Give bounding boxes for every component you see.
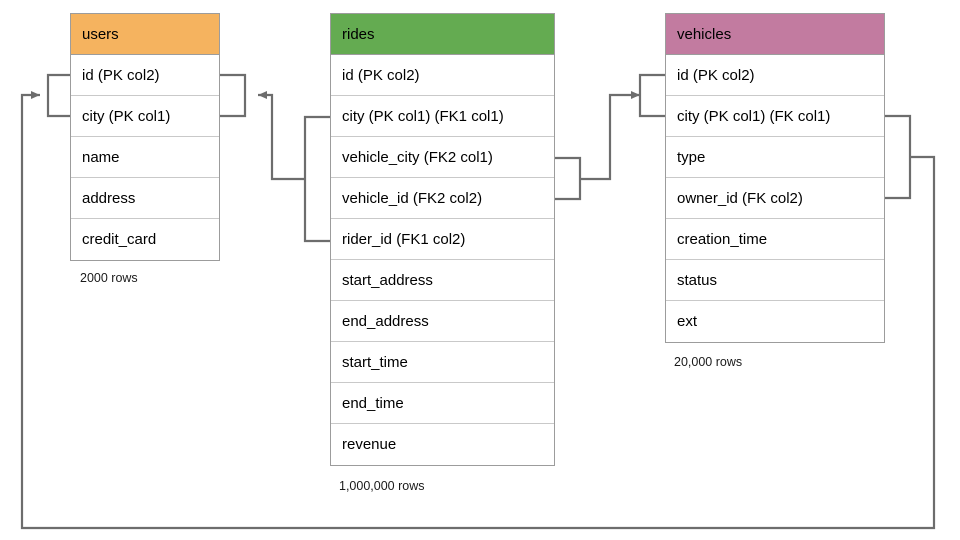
table-vehicles-column-ext[interactable]: ext xyxy=(666,301,884,342)
table-vehicles-column-creation-time[interactable]: creation_time xyxy=(666,219,884,260)
table-users-column-name[interactable]: name xyxy=(71,137,219,178)
table-vehicles-column-status[interactable]: status xyxy=(666,260,884,301)
table-rides-column-id[interactable]: id (PK col2) xyxy=(331,55,554,96)
table-users-column-credit-card[interactable]: credit_card xyxy=(71,219,219,260)
wire-rides-to-vehicles xyxy=(555,73,665,201)
table-vehicles-column-city[interactable]: city (PK col1) (FK col1) xyxy=(666,96,884,137)
table-rides-column-start-address[interactable]: start_address xyxy=(331,260,554,301)
table-vehicles[interactable]: vehicles id (PK col2) city (PK col1) (FK… xyxy=(665,13,885,343)
table-vehicles-column-owner-id[interactable]: owner_id (FK col2) xyxy=(666,178,884,219)
table-rides[interactable]: rides id (PK col2) city (PK col1) (FK1 c… xyxy=(330,13,555,466)
table-users[interactable]: users id (PK col2) city (PK col1) name a… xyxy=(70,13,220,261)
table-users-row-count: 2000 rows xyxy=(80,271,138,285)
table-rides-row-count: 1,000,000 rows xyxy=(339,479,425,493)
table-rides-column-end-address[interactable]: end_address xyxy=(331,301,554,342)
table-users-title: users xyxy=(71,14,219,55)
table-rides-column-city[interactable]: city (PK col1) (FK1 col1) xyxy=(331,96,554,137)
table-vehicles-title: vehicles xyxy=(666,14,884,55)
table-rides-column-rider-id[interactable]: rider_id (FK1 col2) xyxy=(331,219,554,260)
table-users-column-address[interactable]: address xyxy=(71,178,219,219)
table-vehicles-column-id[interactable]: id (PK col2) xyxy=(666,55,884,96)
table-rides-column-end-time[interactable]: end_time xyxy=(331,383,554,424)
table-users-column-city[interactable]: city (PK col1) xyxy=(71,96,219,137)
table-rides-column-revenue[interactable]: revenue xyxy=(331,424,554,465)
table-users-column-id[interactable]: id (PK col2) xyxy=(71,55,219,96)
table-vehicles-column-type[interactable]: type xyxy=(666,137,884,178)
table-rides-column-start-time[interactable]: start_time xyxy=(331,342,554,383)
table-rides-column-vehicle-city[interactable]: vehicle_city (FK2 col1) xyxy=(331,137,554,178)
table-vehicles-row-count: 20,000 rows xyxy=(674,355,743,369)
table-rides-title: rides xyxy=(331,14,554,55)
table-rides-column-vehicle-id[interactable]: vehicle_id (FK2 col2) xyxy=(331,178,554,219)
wire-rides-to-users xyxy=(220,73,330,243)
